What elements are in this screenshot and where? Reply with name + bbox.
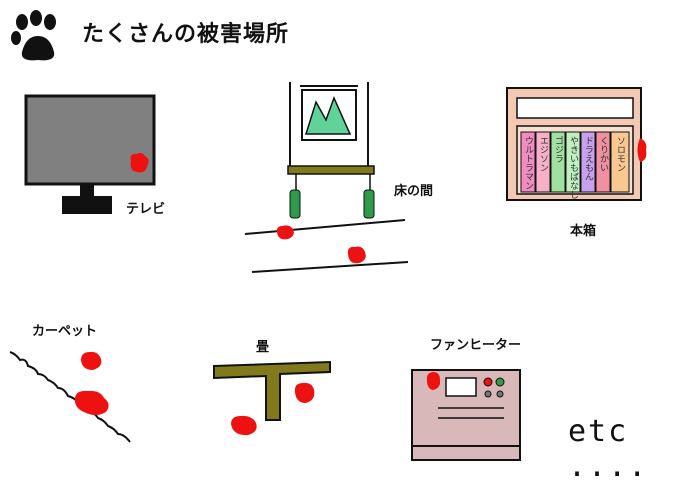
damage-mark [276,225,294,240]
label-bookshelf: 本箱 [570,224,597,239]
damage-mark [74,390,109,415]
bookshelf-illustration: ウルトラマンエジソンゴジラやきいもばなしドラえもんくりかいソロモン [506,87,642,201]
label-tv: テレビ [126,202,166,217]
etc-text: etc .... [568,414,649,484]
damage-mark [81,351,102,370]
label-carpet: カーペット [32,324,98,339]
book-spine-label: エジソン [538,136,549,172]
damage-mark [426,372,441,390]
book-spine-label: ソロモン [615,136,625,172]
book-spine-label: くりかい [598,136,609,172]
paw-icon [11,10,56,61]
label-tatami: 畳 [256,340,270,355]
damage-mark [231,415,257,436]
damage-mark [347,246,366,264]
book-spine-label: ゴジラ [553,135,564,163]
damage-mark [637,138,647,162]
book-spine-label: やきいもばなし [568,136,579,199]
damage-mark [130,152,149,173]
tatami-illustration [213,360,331,421]
carpet-illustration [9,351,131,443]
damage-mark [294,382,315,403]
label-tokonoma: 床の間 [394,184,434,199]
book-spine-label: ドラえもん [583,136,594,181]
tv-illustration [24,94,156,214]
label-fan-heater: ファンヒーター [430,338,522,353]
tokonoma-illustration [244,82,409,273]
book-spine-label: ウルトラマン [523,136,534,190]
page-title: たくさんの被害場所 [82,22,290,47]
